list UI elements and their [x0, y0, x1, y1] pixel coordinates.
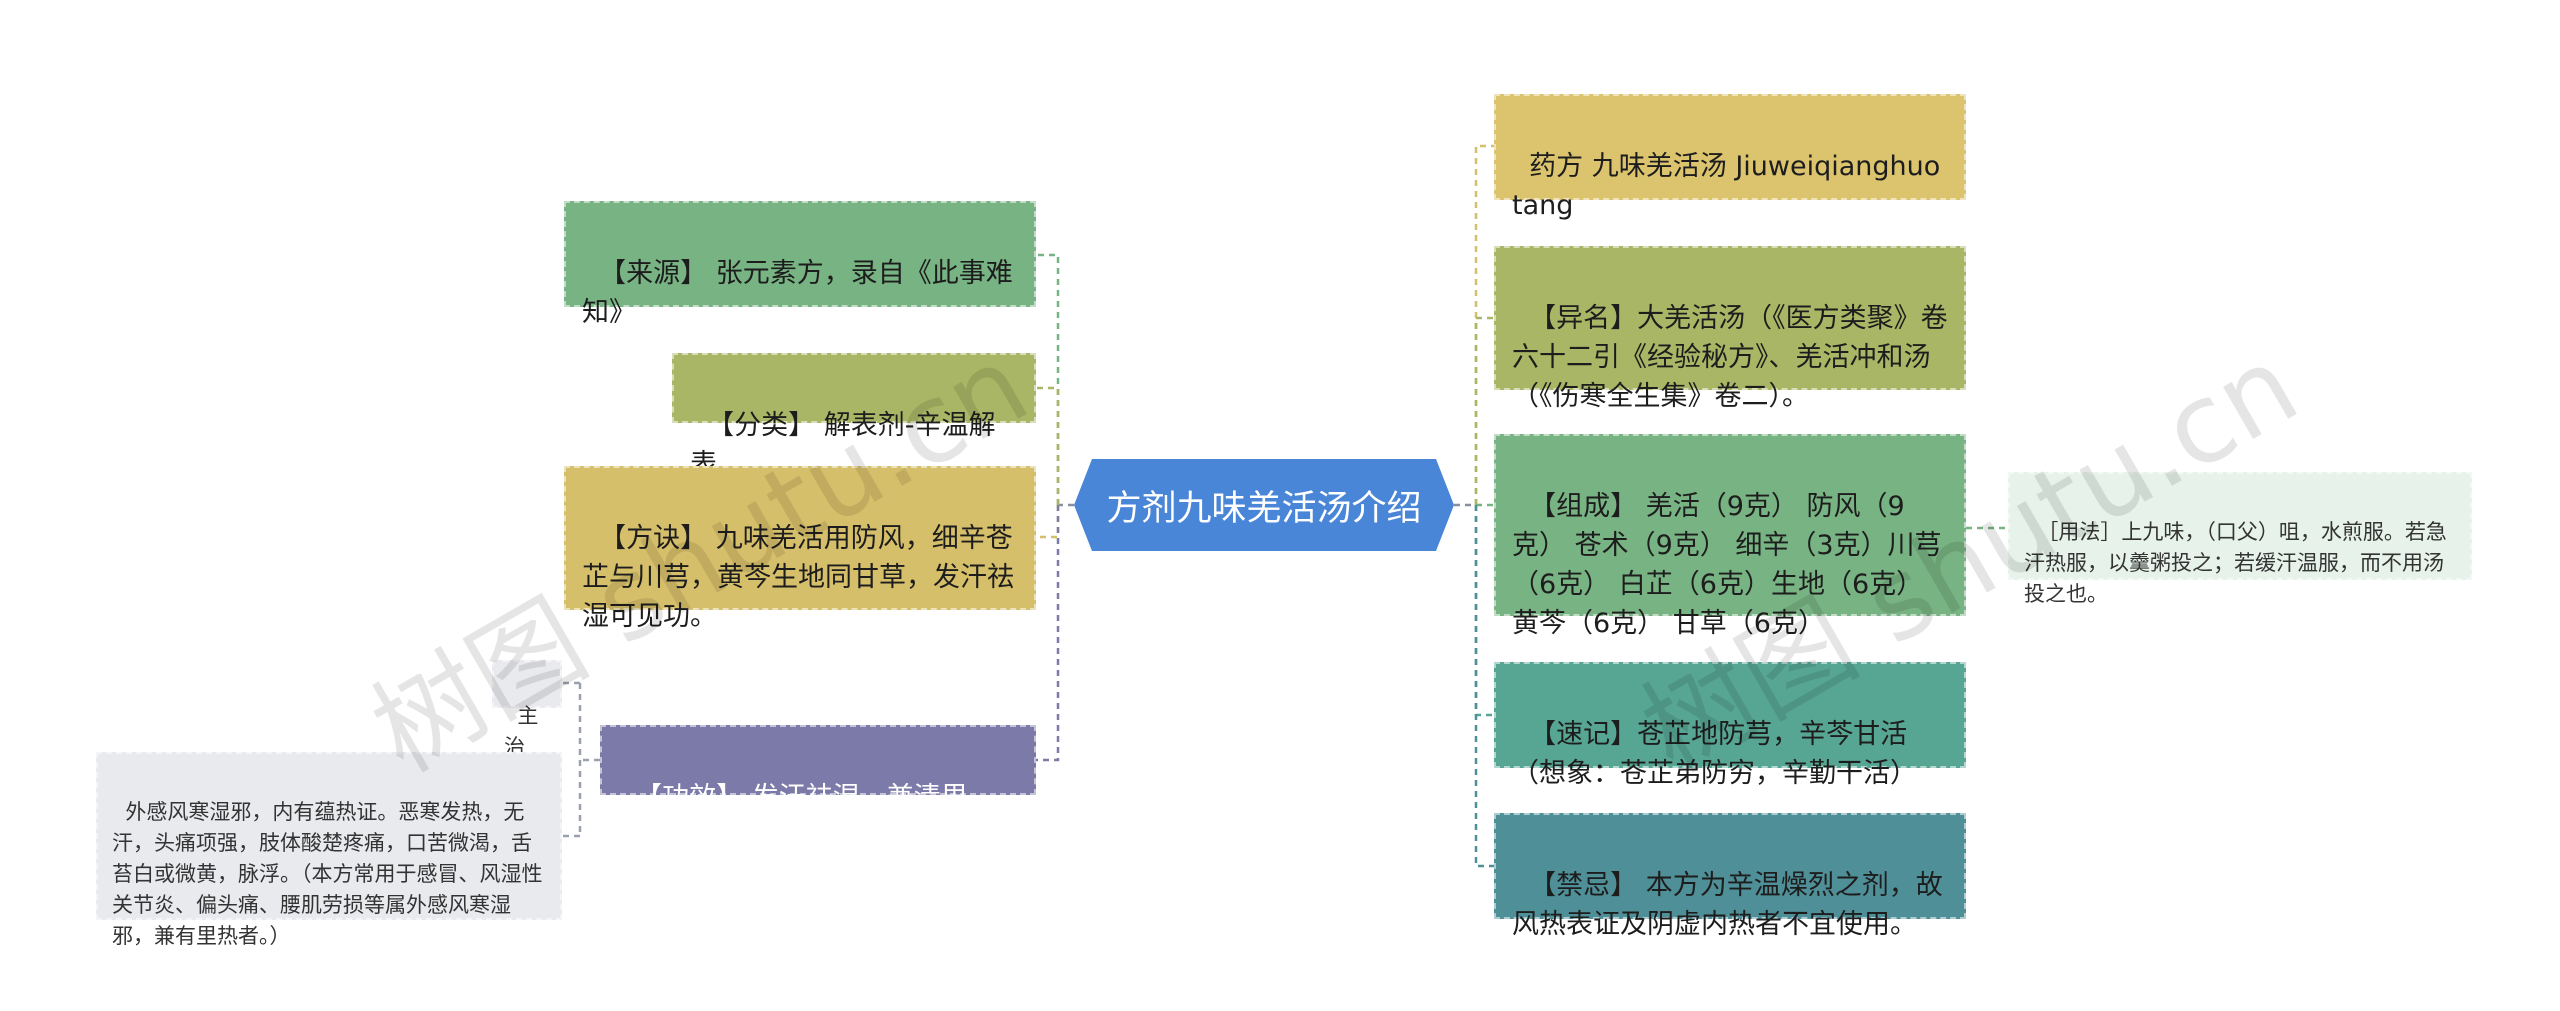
efficacy-node[interactable]: 【功效】 发汗祛湿，兼清里热。	[600, 725, 1036, 852]
central-topic-label: 方剂九味羌活汤介绍	[1106, 488, 1422, 529]
indication-text: 外感风寒湿邪，内有蕴热证。恶寒发热，无汗，头痛项强，肢体酸楚疼痛，口苦微渴，舌苔…	[112, 800, 543, 948]
formula-song-node[interactable]: 【方诀】 九味羌活用防风，细辛苍芷与川芎，黄芩生地同甘草，发汗祛湿可见功。	[564, 466, 1036, 632]
central-topic-shape	[1074, 459, 1454, 551]
prescription-text: 药方 九味羌活汤 Jiuweiqianghuotang	[1512, 151, 1941, 221]
composition-text: 【组成】 羌活（9克） 防风（9克） 苍术（9克） 细辛（3克）川芎（6克） 白…	[1512, 491, 1942, 639]
source-node[interactable]: 【来源】 张元素方，录自《此事难知》	[564, 201, 1036, 328]
contraindication-node[interactable]: 【禁忌】 本方为辛温燥烈之剂，故风热表证及阴虚内热者不宜使用。	[1494, 813, 1966, 940]
efficacy-text: 【功效】 发汗祛湿，兼清里热。	[618, 782, 968, 852]
indication-label-node[interactable]: 主治	[492, 660, 562, 759]
usage-text: ［用法］上九味，（口父）咀，水煎服。若急汗热服，以羹粥投之；若缓汗温服，而不用汤…	[2024, 520, 2447, 606]
formula-song-text: 【方诀】 九味羌活用防风，细辛苍芷与川芎，黄芩生地同甘草，发汗祛湿可见功。	[582, 523, 1014, 632]
contraindication-text: 【禁忌】 本方为辛温燥烈之剂，故风热表证及阴虚内热者不宜使用。	[1512, 870, 1943, 940]
category-text: 【分类】 解表剂-辛温解表	[690, 410, 996, 480]
usage-node[interactable]: ［用法］上九味，（口父）咀，水煎服。若急汗热服，以羹粥投之；若缓汗温服，而不用汤…	[2008, 472, 2472, 606]
central-topic[interactable]: 方剂九味羌活汤介绍	[1074, 459, 1454, 551]
category-node[interactable]: 【分类】 解表剂-辛温解表	[672, 353, 1036, 480]
alias-text: 【异名】大羌活汤（《医方类聚》卷六十二引《经验秘方》、羌活冲和汤（《伤寒全生集》…	[1512, 303, 1948, 412]
mnemonic-node[interactable]: 【速记】苍芷地防芎，辛芩甘活（想象：苍芷弟防穷，辛勤干活）	[1494, 662, 1966, 789]
source-text: 【来源】 张元素方，录自《此事难知》	[582, 258, 1013, 328]
prescription-node[interactable]: 药方 九味羌活汤 Jiuweiqianghuotang	[1494, 94, 1966, 221]
alias-node[interactable]: 【异名】大羌活汤（《医方类聚》卷六十二引《经验秘方》、羌活冲和汤（《伤寒全生集》…	[1494, 246, 1966, 412]
indication-text-node[interactable]: 外感风寒湿邪，内有蕴热证。恶寒发热，无汗，头痛项强，肢体酸楚疼痛，口苦微渴，舌苔…	[96, 752, 562, 948]
composition-node[interactable]: 【组成】 羌活（9克） 防风（9克） 苍术（9克） 细辛（3克）川芎（6克） 白…	[1494, 434, 1966, 639]
mnemonic-text: 【速记】苍芷地防芎，辛芩甘活（想象：苍芷弟防穷，辛勤干活）	[1512, 719, 1917, 789]
